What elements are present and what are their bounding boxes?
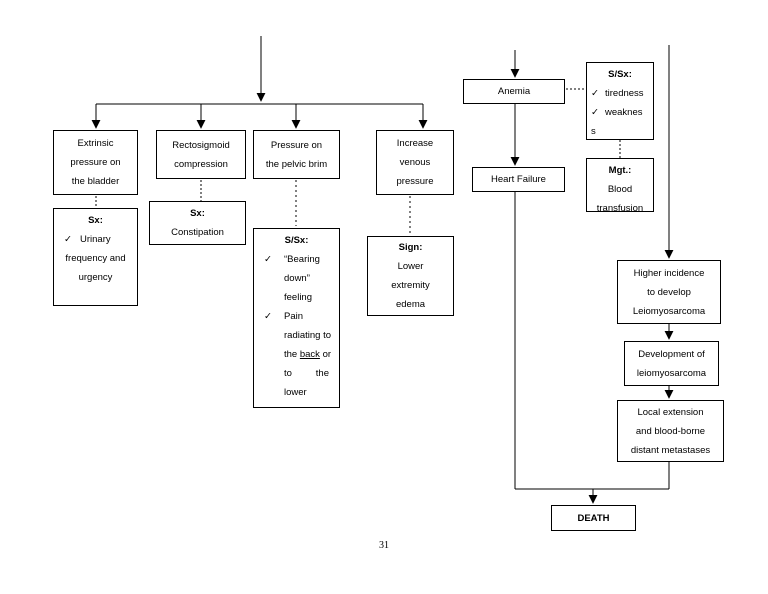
box-text: to develop: [647, 286, 691, 298]
box-text: “Bearing: [284, 254, 320, 265]
heart-failure-box: Heart Failure: [472, 167, 565, 192]
box-text: transfusion: [596, 203, 644, 212]
box-text: Extrinsic: [77, 138, 114, 149]
checklist-item: ✓ Urinary: [58, 230, 133, 249]
rectosigmoid-box: Rectosigmoid compression: [156, 130, 246, 179]
box-text: radiating to: [284, 330, 332, 341]
box-text: frequency and: [65, 253, 126, 264]
box-text: Blood: [607, 184, 633, 195]
box-text: tiredness: [605, 88, 644, 99]
higher-incidence-box: Higher incidence to develop Leiomyosarco…: [617, 260, 721, 324]
checklist-item: ✓ “Bearing down” feeling: [258, 250, 335, 307]
anemia-mgt-box: Mgt.: Blood transfusion: [586, 158, 654, 212]
box-text: feeling: [284, 292, 312, 303]
venous-sign-box: Sign: Lower extremity edema: [367, 236, 454, 316]
box-text: Rectosigmoid: [172, 139, 230, 151]
checklist-item: ✓ weaknes: [591, 103, 649, 122]
box-header: S/Sx:: [608, 69, 632, 80]
box-text: Constipation: [171, 227, 224, 238]
box-text: down”: [284, 273, 310, 284]
box-header: Sx:: [190, 208, 205, 219]
box-text: Higher incidence: [633, 267, 705, 279]
box-text: Development of: [638, 348, 705, 360]
box-text: distant metastases: [630, 444, 711, 456]
box-text: edema: [395, 299, 426, 310]
box-text: the back or: [284, 349, 332, 360]
box-header: Mgt.:: [608, 165, 632, 176]
checklist-item: ✓ tiredness: [591, 84, 649, 103]
box-text: s: [591, 126, 596, 137]
box-text: Local extension: [637, 406, 704, 418]
box-text: pressure on: [70, 157, 121, 168]
box-text: Pressure on: [270, 139, 323, 151]
box-text: leiomyosarcoma: [636, 367, 707, 379]
box-text: DEATH: [577, 512, 610, 524]
pelvic-brim-box: Pressure on the pelvic brim: [253, 130, 340, 179]
box-header: S/Sx:: [284, 235, 309, 246]
checklist-wrap: s: [591, 122, 649, 139]
box-text: Increase: [396, 138, 434, 149]
checkmark-icon: ✓: [264, 311, 272, 322]
box-text: weaknes: [605, 107, 643, 118]
box-text: and blood-borne: [635, 425, 706, 437]
box-text: extremity: [391, 280, 430, 291]
checkmark-icon: ✓: [591, 88, 599, 99]
extrinsic-pressure-box: Extrinsic pressure on the bladder: [53, 130, 138, 195]
pelvic-ssx-box: S/Sx: ✓ “Bearing down” feeling ✓ Pain ra…: [253, 228, 340, 408]
box-text: Leiomyosarcoma: [632, 305, 706, 317]
box-text: compression: [174, 158, 228, 170]
box-text: Anemia: [497, 86, 531, 97]
box-text: to the: [284, 368, 329, 379]
development-box: Development of leiomyosarcoma: [624, 341, 719, 386]
box-text: the bladder: [71, 176, 120, 187]
page-number: 31: [379, 540, 389, 551]
death-box: DEATH: [551, 505, 636, 531]
box-text: lower: [284, 387, 307, 398]
box-header: Sx:: [88, 215, 103, 226]
box-text: Urinary: [80, 234, 111, 245]
box-text: urgency: [78, 272, 113, 283]
extrinsic-sx-box: Sx: ✓ Urinary frequency and urgency: [53, 208, 138, 306]
checklist-item: ✓ Pain radiating to the back or to the l…: [258, 307, 335, 407]
box-text: the pelvic brim: [265, 158, 328, 170]
anemia-box: Anemia: [463, 79, 565, 104]
box-text: extremities: [284, 402, 335, 407]
checkmark-icon: ✓: [264, 254, 272, 265]
box-header: Sign:: [398, 242, 423, 253]
local-extension-box: Local extension and blood-borne distant …: [617, 400, 724, 462]
checkmark-icon: ✓: [591, 107, 599, 118]
box-text: Pain: [284, 311, 304, 322]
venous-pressure-box: Increase venous pressure: [376, 130, 454, 195]
box-text: Heart Failure: [491, 174, 546, 185]
box-text: venous: [399, 157, 431, 168]
rectosigmoid-sx-box: Sx: Constipation: [149, 201, 246, 245]
box-text: pressure: [396, 176, 434, 187]
box-text: Lower: [397, 261, 424, 272]
checkmark-icon: ✓: [64, 234, 72, 245]
anemia-ssx-box: S/Sx: ✓ tiredness ✓ weaknes s: [586, 62, 654, 140]
